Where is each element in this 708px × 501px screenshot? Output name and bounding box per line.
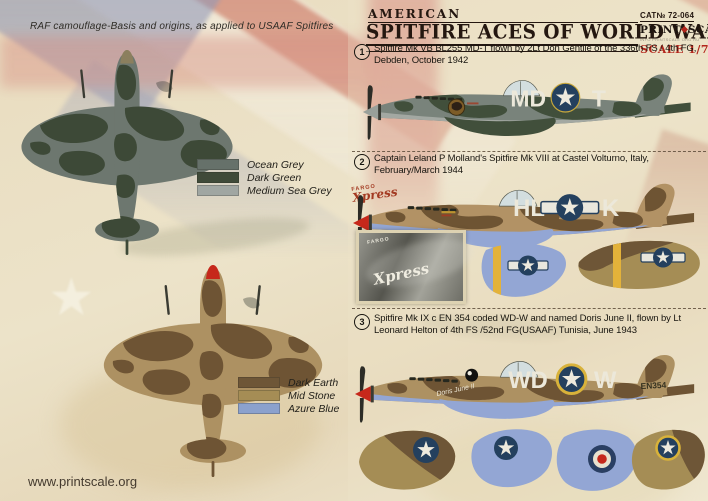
legend-row: Dark Earth (238, 376, 339, 389)
catalog-number: CAT№ 72-064 (640, 11, 695, 22)
legend-row: Azure Blue (238, 402, 339, 415)
logo-diamond-icon (680, 25, 688, 34)
wing-panel-camo-star-yellow-ring (631, 429, 705, 490)
color-swatch (238, 377, 280, 388)
code-left: HL (513, 195, 545, 222)
color-label: Dark Green (247, 171, 302, 184)
logo-info-line: INFO PRINTSCALE ORG RU (640, 37, 700, 42)
wing-panel-azure-star-bar (481, 243, 566, 297)
section-3-description: Spitfire Mk IX c EN 354 coded WD-W and n… (374, 313, 682, 336)
topview-desert-camo-plane (93, 264, 333, 478)
website-url: www.printscale.org (28, 474, 138, 489)
serial-number: EN354 (640, 380, 666, 391)
section-divider (352, 308, 706, 309)
color-swatch (238, 403, 280, 414)
color-label: Ocean Grey (247, 158, 304, 171)
section-1-number: 1 (354, 44, 370, 60)
eight-ball-emblem (465, 368, 479, 382)
fuselage-codes: WD W EN354 (508, 363, 667, 395)
code-left: MD (510, 85, 546, 111)
raf-color-legend: Ocean Grey Dark Green Medium Sea Grey (197, 158, 332, 197)
code-right: W (594, 368, 617, 394)
header-brand-line: AMERICAN (368, 7, 638, 23)
topview-raf-camo-plane (10, 50, 244, 255)
color-swatch (197, 159, 239, 170)
logo-right: SCALE (687, 24, 708, 36)
nose-art-photo-inset: FARGO Xpress (356, 230, 479, 304)
code-right: T (592, 85, 606, 111)
faded-star-artifact: ★ (48, 269, 95, 327)
color-label: Mid Stone (288, 389, 336, 402)
color-swatch (197, 172, 239, 183)
section-2-description: Captain Leland P Molland's Spitfire Mk V… (374, 153, 649, 176)
profile-3-side-view: Doris June II WD W EN354 (352, 348, 708, 440)
section-divider (352, 151, 706, 152)
legend-row: Mid Stone (238, 389, 339, 402)
color-label: Azure Blue (288, 402, 340, 415)
sheet-caption: RAF camouflage-Basis and origins, as app… (30, 21, 334, 32)
legend-row: Dark Green (197, 171, 332, 184)
title-rule (366, 44, 638, 52)
fuselage-codes: MD T (510, 82, 606, 113)
color-label: Dark Earth (288, 376, 339, 389)
profile-1-side-view: MD T (360, 68, 704, 156)
photo-text-top: FARGO (366, 236, 391, 246)
fuselage-codes: HL K (513, 194, 620, 222)
section-1-description: Spitfire Mk VB BL255 MD-T flown by 2Lt D… (374, 43, 697, 66)
legend-row: Ocean Grey (197, 158, 332, 171)
desert-color-legend: Dark Earth Mid Stone Azure Blue (238, 376, 339, 415)
profile-2-side-view: HL K (350, 176, 708, 270)
section-3-number: 3 (354, 314, 370, 330)
wing-panel-azure-star (471, 429, 552, 488)
wing-panel-camo-star-bar (578, 240, 700, 290)
catalog-block: CAT№ 72-064 PRINT SCALE INFO PRINTSCALE O… (640, 5, 708, 56)
code-left: WD (508, 368, 548, 394)
color-label: Medium Sea Grey (247, 184, 332, 197)
page-title: SPITFIRE ACES OF WORLD WAR II (366, 21, 708, 44)
scale-label: SCALE 1/72 (640, 43, 708, 56)
color-swatch (238, 390, 280, 401)
logo-left: PRINT (640, 24, 681, 36)
wing-panel-azure-raf-roundel (556, 429, 637, 491)
code-right: K (602, 195, 620, 222)
legend-row: Medium Sea Grey (197, 184, 332, 197)
wing-panel-camo-star (359, 430, 456, 490)
color-swatch (197, 185, 239, 196)
section-2-number: 2 (354, 154, 370, 170)
printscale-logo: PRINT SCALE (640, 24, 708, 36)
